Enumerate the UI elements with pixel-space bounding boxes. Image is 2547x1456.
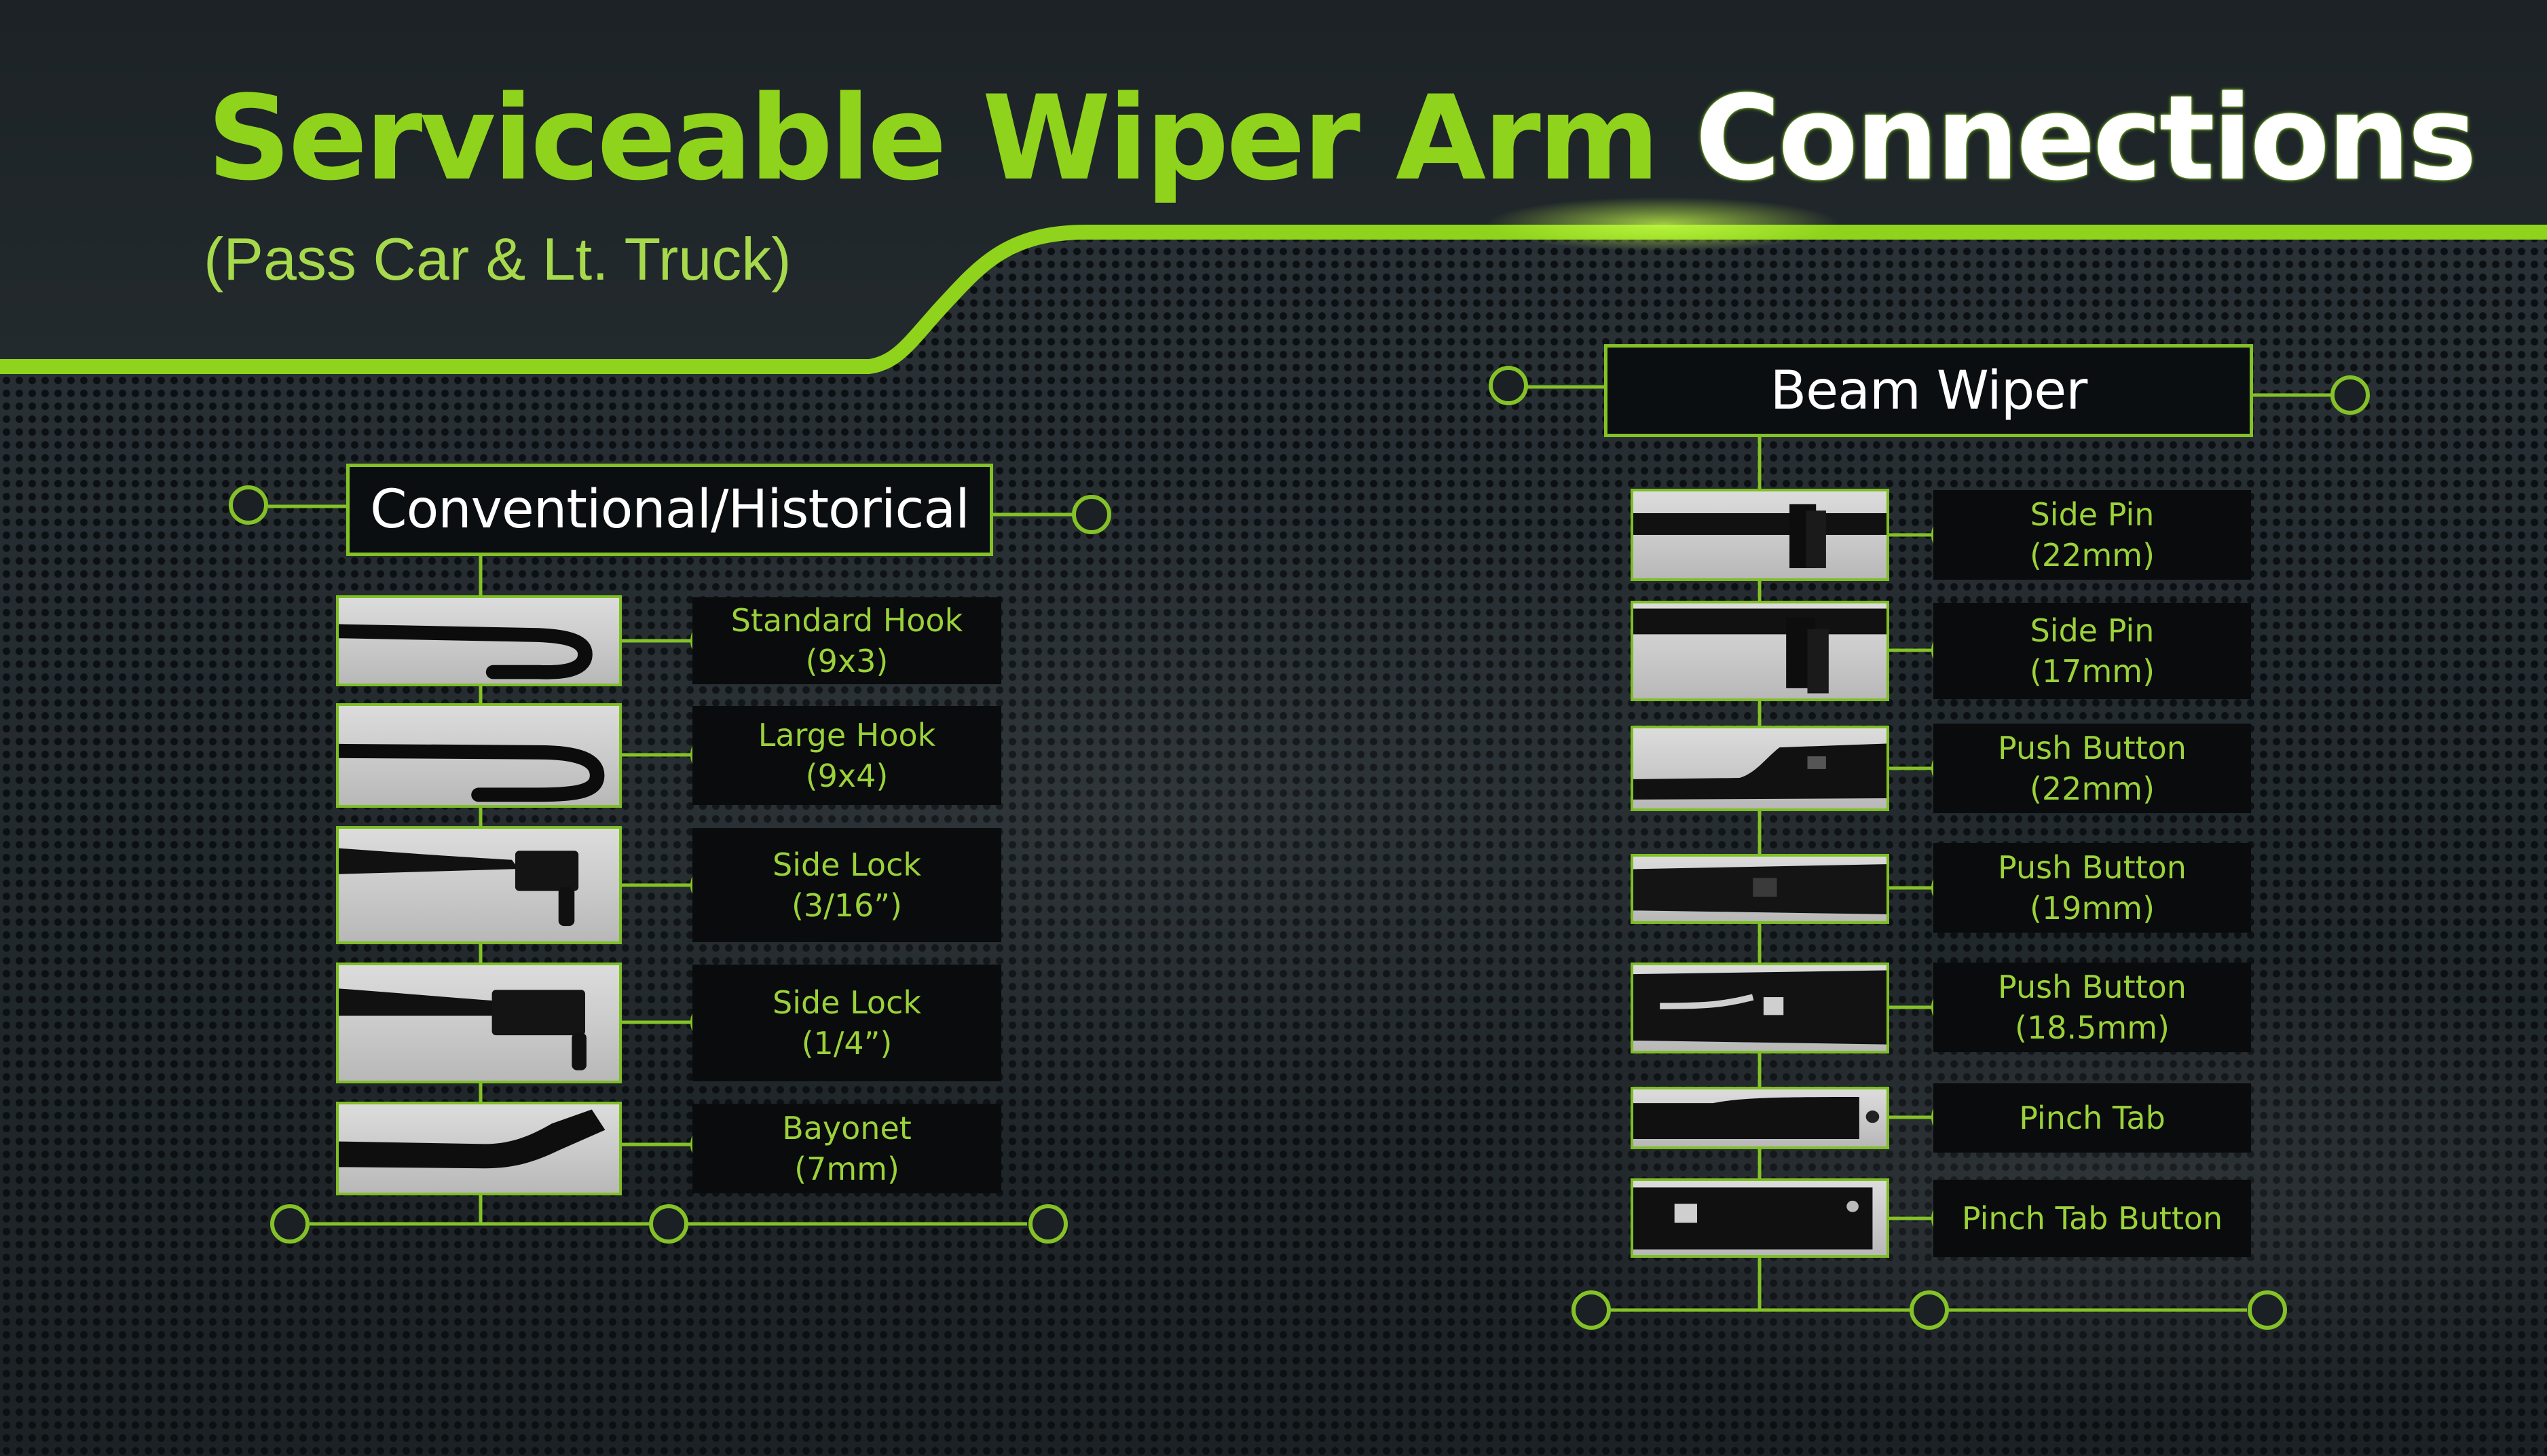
item-size: (22mm) [2029, 770, 2155, 807]
item-name: Push Button [1998, 849, 2187, 886]
beam-label-3: Push Button (22mm) [1933, 724, 2251, 813]
item-size: (3/16”) [791, 887, 903, 924]
node-circle [229, 485, 268, 525]
page-title: Serviceable Wiper Arm Connections [207, 80, 2477, 197]
beam-label-4: Push Button (19mm) [1933, 843, 2251, 933]
push-button-connector-icon [1631, 963, 1889, 1053]
node-circle [1910, 1290, 1949, 1330]
side-lock-connector-icon [336, 826, 622, 944]
item-size: (9x4) [805, 758, 889, 794]
beam-label-1: Side Pin (22mm) [1933, 490, 2251, 580]
side-pin-connector-icon [1631, 601, 1889, 701]
item-size: (17mm) [2029, 653, 2155, 690]
node-circle [1072, 495, 1111, 534]
beam-label-5: Push Button (18.5mm) [1933, 963, 2251, 1052]
item-name: Side Pin [2030, 612, 2155, 649]
pinch-tab-button-connector-icon [1631, 1178, 1889, 1258]
page-subtitle: (Pass Car & Lt. Truck) [204, 225, 792, 293]
conventional-label-4: Side Lock (1/4”) [692, 965, 1001, 1081]
item-name: Pinch Tab [2019, 1100, 2165, 1136]
side-pin-connector-icon [1631, 489, 1889, 581]
push-button-connector-icon [1631, 726, 1889, 811]
item-size: (7mm) [794, 1151, 899, 1187]
item-name: Side Pin [2030, 496, 2155, 533]
item-name: Pinch Tab Button [1961, 1200, 2223, 1237]
pinch-tab-connector-icon [1631, 1087, 1889, 1149]
item-name: Push Button [1998, 730, 2187, 766]
node-circle [1028, 1204, 1068, 1244]
push-button-connector-icon [1631, 854, 1889, 924]
hook-connector-icon [336, 703, 622, 808]
item-name: Standard Hook [730, 602, 963, 639]
node-circle [1572, 1290, 1611, 1330]
item-name: Large Hook [758, 717, 936, 753]
item-name: Push Button [1998, 969, 2187, 1005]
conventional-label-2: Large Hook (9x4) [692, 706, 1001, 805]
conventional-label-3: Side Lock (3/16”) [692, 828, 1001, 942]
item-size: (9x3) [805, 643, 889, 679]
hook-connector-icon [336, 595, 622, 686]
beam-label-6: Pinch Tab [1933, 1083, 2251, 1153]
title-white-part: Connections [1694, 70, 2477, 206]
conventional-label-5: Bayonet (7mm) [692, 1104, 1001, 1193]
item-name: Side Lock [773, 846, 921, 883]
item-size: (1/4”) [801, 1025, 893, 1062]
bayonet-connector-icon [336, 1102, 622, 1195]
node-circle [1489, 366, 1528, 405]
beam-label-7: Pinch Tab Button [1933, 1180, 2251, 1257]
side-lock-connector-icon [336, 963, 622, 1083]
item-name: Bayonet [782, 1110, 912, 1146]
item-size: (19mm) [2029, 890, 2155, 927]
title-green-part: Serviceable Wiper Arm [207, 70, 1660, 206]
node-circle [649, 1204, 688, 1244]
item-name: Side Lock [773, 984, 921, 1021]
node-circle [270, 1204, 310, 1244]
item-size: (18.5mm) [2015, 1009, 2170, 1046]
beam-label-2: Side Pin (17mm) [1933, 603, 2251, 699]
node-circle [2248, 1290, 2287, 1330]
beam-heading: Beam Wiper [1604, 344, 2253, 437]
item-size: (22mm) [2029, 537, 2155, 574]
conventional-heading: Conventional/Historical [346, 464, 993, 556]
node-circle [2330, 375, 2370, 415]
conventional-label-1: Standard Hook (9x3) [692, 597, 1001, 684]
